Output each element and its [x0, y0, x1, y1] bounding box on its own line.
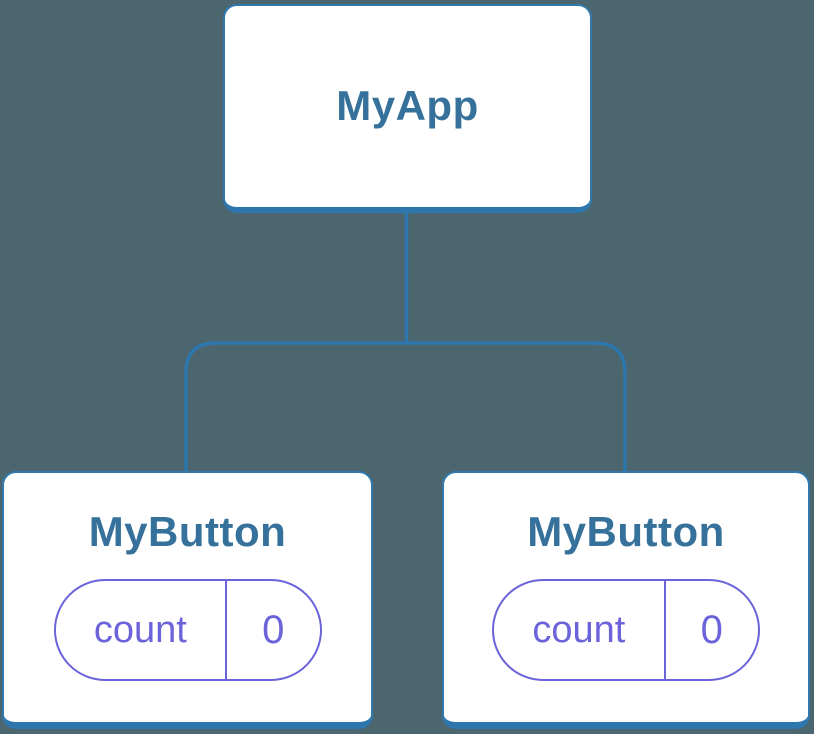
state-pill: count 0	[53, 579, 322, 682]
state-pill-name-cell: count	[494, 581, 666, 680]
root-component-box: MyApp	[223, 4, 592, 213]
child-component-title: MyButton	[88, 508, 287, 555]
state-name-label: count	[93, 608, 187, 651]
state-value: 0	[700, 607, 723, 652]
state-name-label: count	[532, 608, 626, 651]
child-component-title: MyButton	[527, 508, 725, 555]
child-component-box-right: MyButton count 0	[442, 471, 810, 729]
children-bracket-line	[184, 341, 627, 472]
child-component-box-left: MyButton count 0	[2, 471, 373, 729]
root-component-title: MyApp	[336, 82, 479, 130]
state-value: 0	[262, 607, 285, 652]
state-pill: count 0	[492, 579, 760, 682]
state-pill-value-cell: 0	[666, 581, 758, 679]
state-pill-value-cell: 0	[227, 581, 319, 679]
state-pill-name-cell: count	[56, 581, 228, 680]
